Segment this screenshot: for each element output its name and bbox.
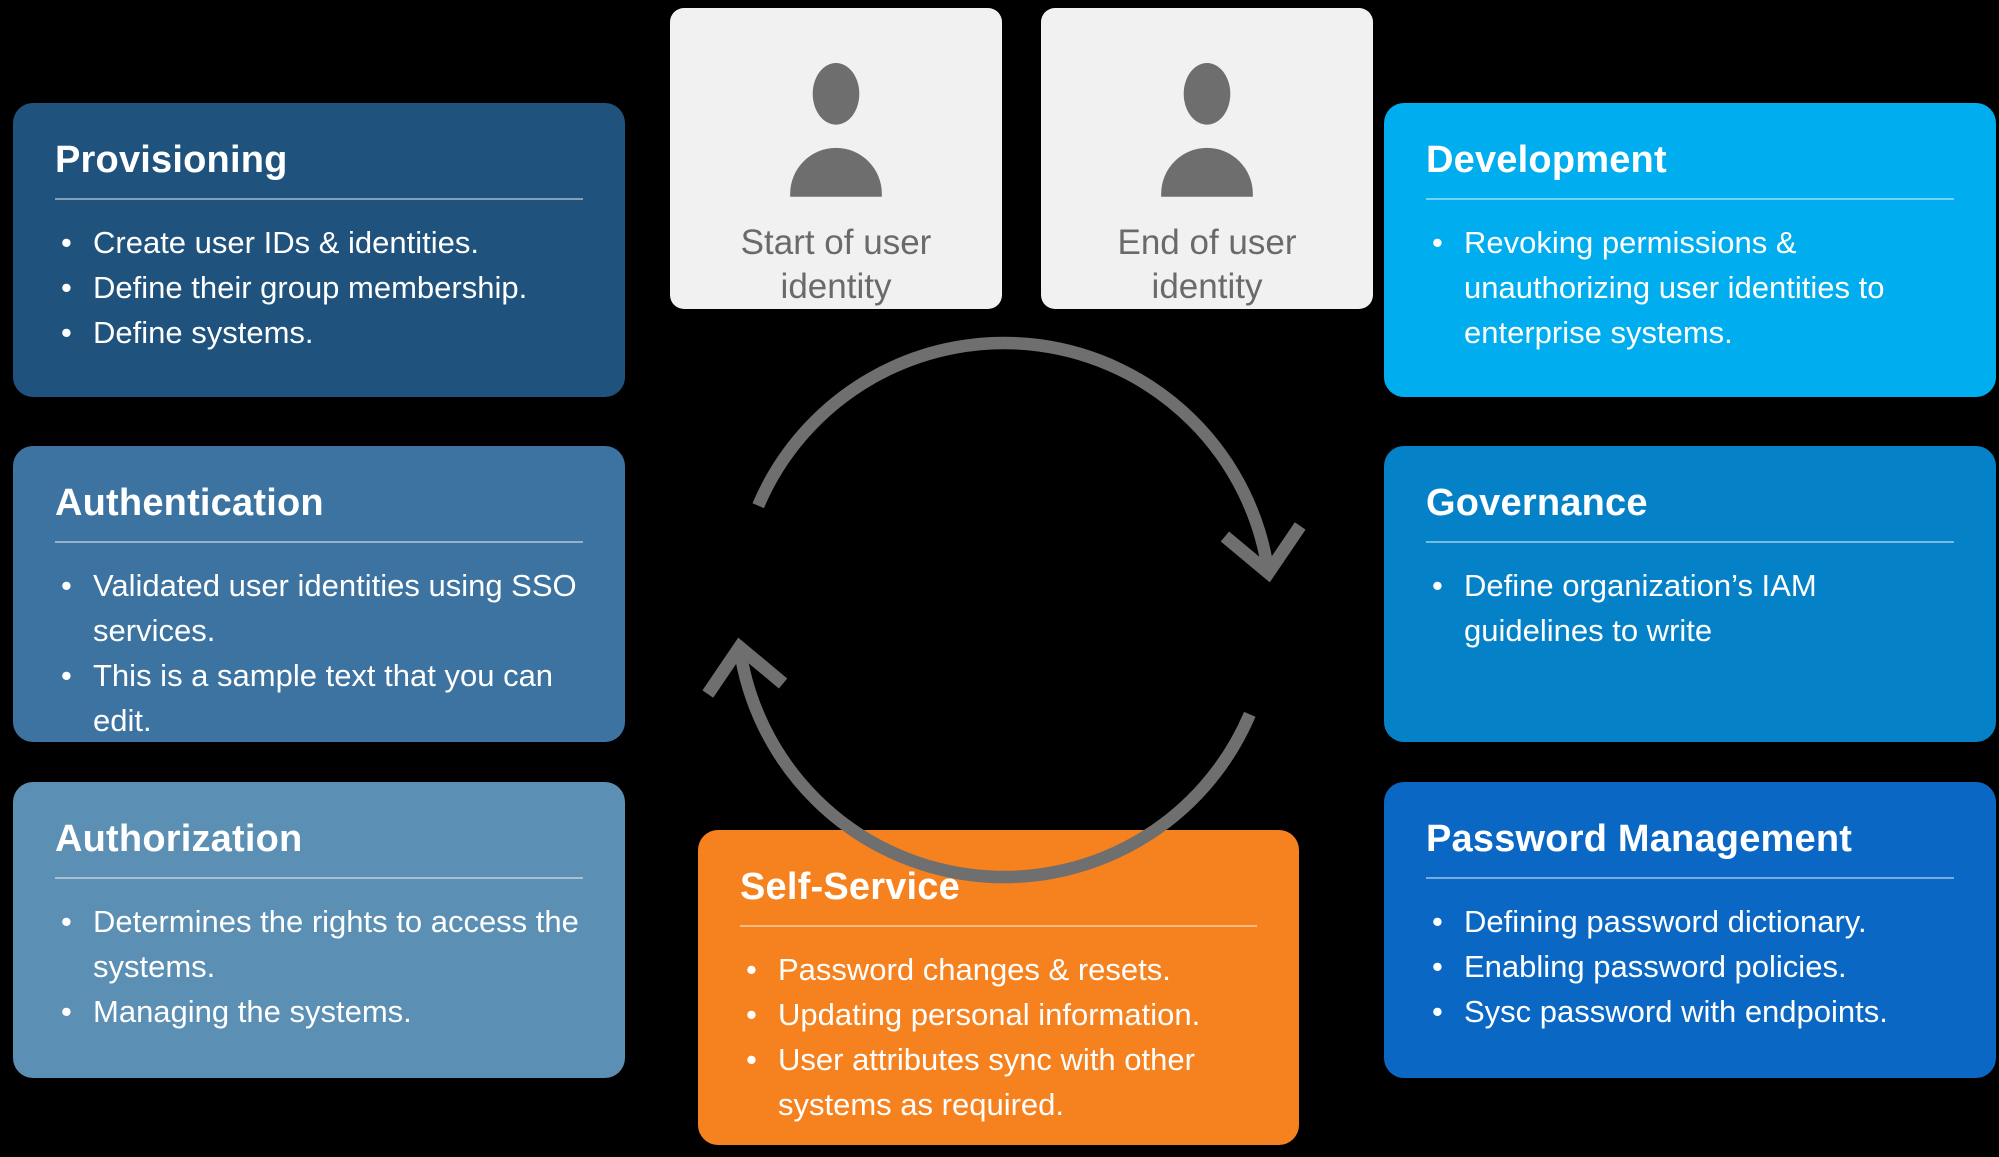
development-box: Development Revoking permissions & unaut… — [1384, 103, 1996, 397]
title-divider — [740, 925, 1257, 927]
bullet-item: Revoking permissions & unauthorizing use… — [1426, 220, 1954, 355]
governance-bullet-list: Define organization’s IAM guidelines to … — [1426, 563, 1954, 653]
end-card-label: End of user identity — [1117, 223, 1297, 306]
self-service-title: Self-Service — [740, 866, 960, 908]
authorization-bullet-list: Determines the rights to access the syst… — [55, 899, 583, 1034]
bullet-item: This is a sample text that you can edit. — [55, 653, 583, 743]
bullet-item: Define organization’s IAM guidelines to … — [1426, 563, 1954, 653]
bullet-item: Create user IDs & identities. — [55, 220, 583, 265]
start-card-label: Start of user identity — [740, 223, 932, 306]
authentication-title: Authentication — [55, 482, 324, 524]
provisioning-title: Provisioning — [55, 139, 288, 181]
bullet-item: Determines the rights to access the syst… — [55, 899, 583, 989]
authorization-title: Authorization — [55, 818, 303, 860]
password-management-bullet-list: Defining password dictionary. Enabling p… — [1426, 899, 1954, 1034]
governance-box: Governance Define organization’s IAM gui… — [1384, 446, 1996, 742]
bullet-item: Define systems. — [55, 310, 583, 355]
bullet-item: Updating personal information. — [740, 992, 1257, 1037]
self-service-bullet-list: Password changes & resets. Updating pers… — [740, 947, 1257, 1127]
title-divider — [1426, 877, 1954, 879]
provisioning-box: Provisioning Create user IDs & identitie… — [13, 103, 625, 397]
end-of-user-identity-card: End of user identity — [1041, 8, 1373, 309]
bullet-item: Enabling password policies. — [1426, 944, 1954, 989]
title-divider — [55, 198, 583, 200]
person-icon — [1161, 63, 1253, 197]
password-management-box: Password Management Defining password di… — [1384, 782, 1996, 1078]
bullet-item: Validated user identities using SSO serv… — [55, 563, 583, 653]
authentication-bullet-list: Validated user identities using SSO serv… — [55, 563, 583, 743]
password-management-title: Password Management — [1426, 818, 1853, 860]
governance-title: Governance — [1426, 482, 1648, 524]
title-divider — [55, 877, 583, 879]
title-divider — [55, 541, 583, 543]
bullet-item: Password changes & resets. — [740, 947, 1257, 992]
cycle-arrows-icon — [702, 336, 1306, 884]
person-icon — [790, 63, 882, 197]
development-title: Development — [1426, 139, 1667, 181]
authorization-box: Authorization Determines the rights to a… — [13, 782, 625, 1078]
provisioning-bullet-list: Create user IDs & identities. Define the… — [55, 220, 583, 355]
authentication-box: Authentication Validated user identities… — [13, 446, 625, 742]
title-divider — [1426, 541, 1954, 543]
development-bullet-list: Revoking permissions & unauthorizing use… — [1426, 220, 1954, 355]
bullet-item: User attributes sync with other systems … — [740, 1037, 1257, 1127]
bullet-item: Sysc password with endpoints. — [1426, 989, 1954, 1034]
start-of-user-identity-card: Start of user identity — [670, 8, 1002, 309]
bullet-item: Define their group membership. — [55, 265, 583, 310]
bullet-item: Managing the systems. — [55, 989, 583, 1034]
bullet-item: Defining password dictionary. — [1426, 899, 1954, 944]
title-divider — [1426, 198, 1954, 200]
